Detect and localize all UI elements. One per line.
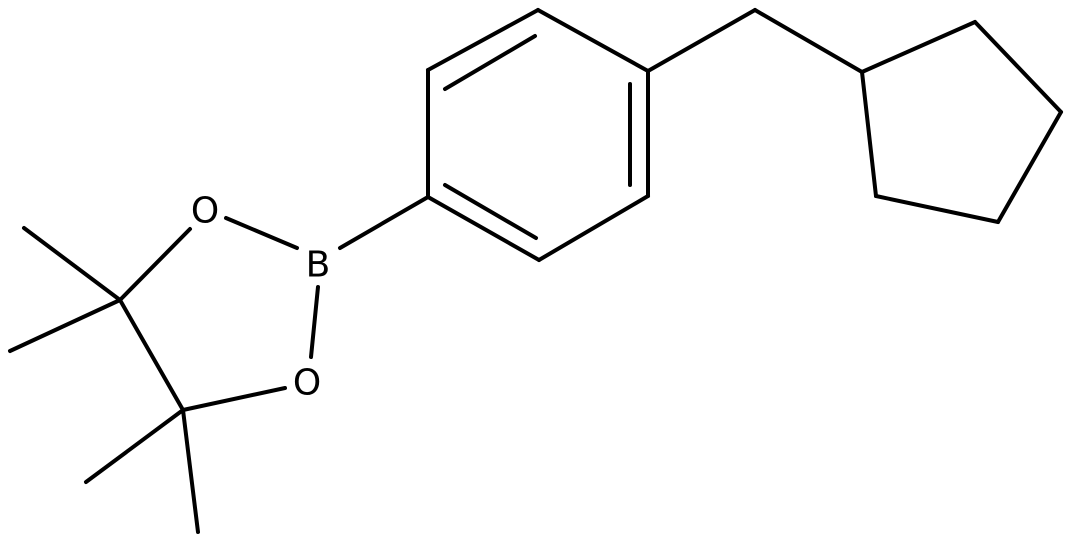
bond-cp-3 xyxy=(996,110,1063,224)
bond-boron-oxygen-upper xyxy=(224,216,299,250)
bond-oxygen-upper-carbon xyxy=(118,227,192,302)
bond-carbon-carbon xyxy=(118,298,185,412)
atom-label-oxygen-upper: O xyxy=(191,191,219,232)
bond-ch2-cyclopentyl xyxy=(753,8,864,74)
bond-ring-bottom-left xyxy=(426,195,541,262)
bond-ring-bottom-right xyxy=(537,194,650,262)
bond-cp-1 xyxy=(860,20,977,74)
bond-methyl-upper-1 xyxy=(22,226,122,302)
bond-ring-top-left xyxy=(426,8,540,72)
bond-ring-top-left-inner xyxy=(443,34,537,91)
bond-methyl-upper-2 xyxy=(8,298,122,353)
bond-carbon-oxygen-lower xyxy=(181,386,287,412)
bond-methyl-lower-1 xyxy=(84,408,185,484)
bond-cp-4 xyxy=(874,194,1000,224)
bond-ring-bottom-left-inner xyxy=(443,183,538,240)
atom-label-oxygen-lower: O xyxy=(293,363,321,404)
atom-label-boron: B xyxy=(306,245,331,286)
bond-aryl-boron xyxy=(338,195,430,250)
bond-ring-top-right xyxy=(536,8,650,73)
bond-cp-2 xyxy=(973,20,1063,114)
bond-methyl-lower-2 xyxy=(181,408,200,534)
bond-cp-5 xyxy=(860,70,878,198)
bond-aryl-ch2 xyxy=(646,8,757,73)
bond-oxygen-lower-boron xyxy=(309,285,320,359)
